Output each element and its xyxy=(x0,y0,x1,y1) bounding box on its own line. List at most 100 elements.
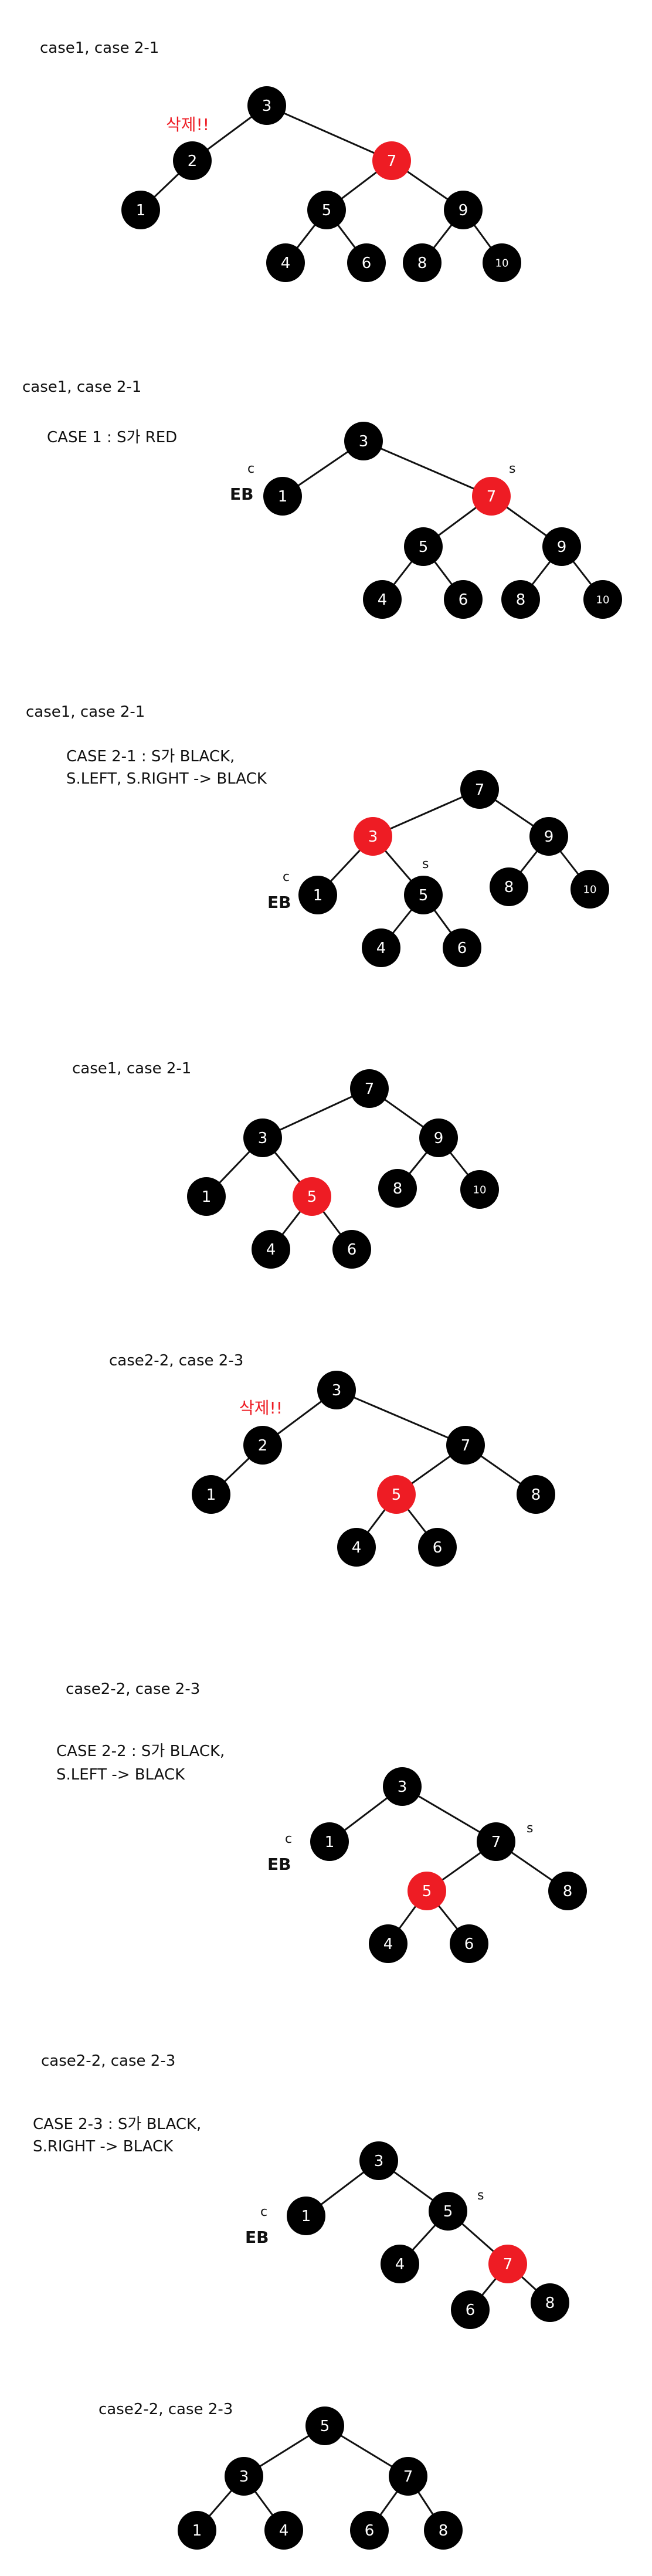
node-circle xyxy=(404,876,443,914)
tree-node-8: 8 xyxy=(424,2511,463,2550)
node-label: 7 xyxy=(503,2256,513,2273)
node-label: 1 xyxy=(206,1486,216,1504)
tree-edges xyxy=(282,440,604,600)
node-circle xyxy=(362,928,400,967)
tree-edges xyxy=(329,1785,568,1944)
tree-node-6: 6 xyxy=(332,1230,371,1269)
tree-node-6: 6 xyxy=(444,580,483,619)
tree-node-7: 7 xyxy=(460,770,499,809)
tree-node-6: 6 xyxy=(347,243,386,282)
node-label: 6 xyxy=(459,591,468,609)
node-label: 7 xyxy=(387,152,397,170)
node-circle xyxy=(488,2245,527,2283)
panel-title: case1, case 2-1 xyxy=(40,39,159,57)
node-circle xyxy=(293,1177,331,1216)
tree-node-10: 10 xyxy=(583,580,622,619)
node-circle xyxy=(344,422,383,460)
node-circle xyxy=(173,141,212,180)
node-circle xyxy=(408,1872,446,1910)
delete-mark: 삭제!! xyxy=(166,115,209,134)
tree-node-1: 1 xyxy=(121,191,160,229)
node-circle xyxy=(266,243,305,282)
node-label: 8 xyxy=(516,591,526,609)
node-label: 4 xyxy=(266,1241,276,1259)
node-circle xyxy=(225,2457,263,2496)
sibling-mark: s xyxy=(477,2188,484,2203)
node-label: 5 xyxy=(392,1486,402,1504)
tree-node-7: 7 xyxy=(477,1822,515,1861)
node-label: 5 xyxy=(419,887,429,904)
tree-edge-7-3 xyxy=(262,1087,370,1139)
node-label: 3 xyxy=(374,2153,384,2170)
node-circle xyxy=(444,580,483,619)
tree-node-4: 4 xyxy=(264,2511,303,2550)
tree-node-6: 6 xyxy=(451,2290,490,2329)
tree-edge-3-7 xyxy=(363,440,492,497)
tree-node-10: 10 xyxy=(570,870,609,909)
node-label: 3 xyxy=(398,1778,408,1796)
node-label: 3 xyxy=(239,2468,249,2486)
tree-node-6: 6 xyxy=(350,2511,389,2550)
node-circle xyxy=(298,876,337,914)
node-circle xyxy=(350,1069,389,1108)
sibling-mark: s xyxy=(509,462,515,476)
node-circle xyxy=(337,1528,376,1567)
node-label: 4 xyxy=(378,591,388,609)
tree-node-5: 5 xyxy=(408,1872,446,1910)
current-node-mark: c xyxy=(283,870,290,884)
extra-black-mark: EB xyxy=(267,1855,291,1874)
current-node-mark: c xyxy=(260,2205,267,2219)
tree-node-6: 6 xyxy=(418,1528,457,1567)
sibling-mark: s xyxy=(527,1821,533,1836)
tree-node-3: 3 xyxy=(243,1118,282,1157)
node-label: 7 xyxy=(491,1833,501,1851)
tree-node-7: 7 xyxy=(472,477,511,516)
node-circle xyxy=(389,2457,427,2496)
tree-node-4: 4 xyxy=(337,1528,376,1567)
tree-node-3: 3 xyxy=(354,817,392,856)
node-label: 8 xyxy=(545,2294,555,2312)
tree-node-1: 1 xyxy=(178,2511,216,2550)
node-label: 3 xyxy=(368,828,378,846)
node-label: 5 xyxy=(419,538,429,556)
tree-node-5: 5 xyxy=(404,876,443,914)
panel-title: case2-2, case 2-3 xyxy=(99,2401,233,2418)
node-label: 6 xyxy=(362,255,372,272)
node-label: 9 xyxy=(459,202,468,219)
node-circle xyxy=(531,2283,569,2322)
panel-title: case1, case 2-1 xyxy=(26,703,145,721)
tree-node-3: 3 xyxy=(344,422,383,460)
case-note: CASE 2-2 : S가 BLACK, xyxy=(56,1743,225,1760)
node-circle xyxy=(305,2406,344,2445)
node-circle xyxy=(247,86,286,125)
node-label: 3 xyxy=(262,97,272,115)
tree-node-7: 7 xyxy=(488,2245,527,2283)
node-label: 1 xyxy=(136,202,146,219)
node-label: 1 xyxy=(325,1833,335,1851)
tree-node-1: 1 xyxy=(287,2197,325,2235)
tree-node-4: 4 xyxy=(381,2245,419,2283)
extra-black-mark: EB xyxy=(230,484,253,504)
node-label: 9 xyxy=(434,1130,444,1147)
tree-node-3: 3 xyxy=(383,1767,422,1806)
node-label: 10 xyxy=(583,884,597,896)
node-circle xyxy=(369,1924,408,1963)
node-circle xyxy=(317,1371,356,1409)
extra-black-mark: EB xyxy=(245,2228,269,2247)
case-note: S.LEFT -> BLACK xyxy=(56,1766,185,1784)
tree-node-5: 5 xyxy=(404,527,443,566)
tree-node-1: 1 xyxy=(192,1475,230,1514)
tree-node-8: 8 xyxy=(403,243,442,282)
node-circle xyxy=(381,2245,419,2283)
tree-node-4: 4 xyxy=(266,243,305,282)
node-label: 3 xyxy=(258,1130,268,1147)
node-circle xyxy=(404,527,443,566)
